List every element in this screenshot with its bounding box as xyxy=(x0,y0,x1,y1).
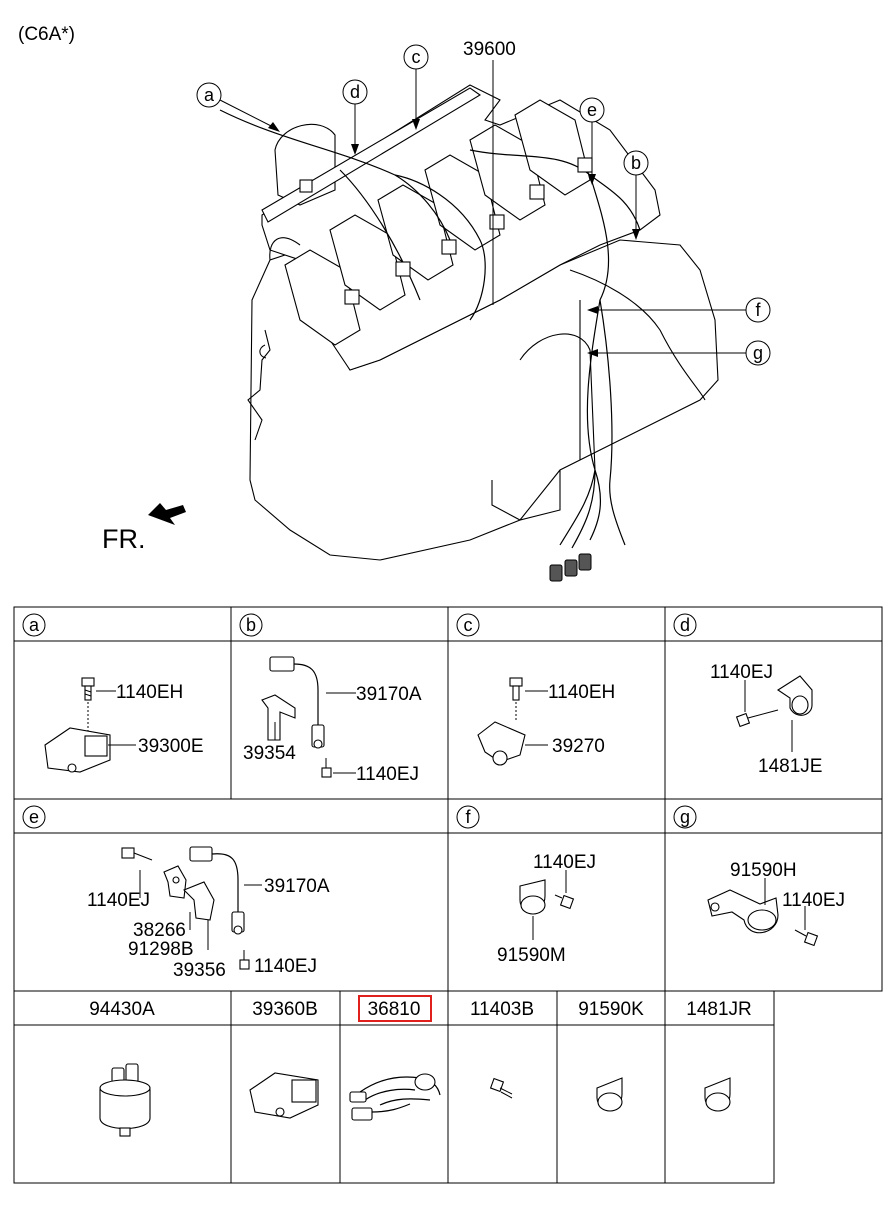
bracket-icon xyxy=(163,865,187,899)
svg-text:d: d xyxy=(350,82,360,102)
engine-drawing xyxy=(219,60,719,582)
engine-callouts: a d c e b f xyxy=(196,44,771,366)
panel-d-header: d xyxy=(673,613,697,637)
bracket-icon xyxy=(261,694,296,741)
bracket-icon xyxy=(183,881,215,921)
callout-d: d xyxy=(342,79,368,155)
callout-a: a xyxy=(196,82,280,132)
panel-headers: a b c d e f g xyxy=(22,613,697,829)
svg-text:1140EJ: 1140EJ xyxy=(710,662,773,683)
panel-c: 1140EH 39270 xyxy=(477,677,615,766)
svg-text:b: b xyxy=(631,153,641,173)
bolt-icon xyxy=(554,894,575,910)
part-36810-label: 36810 xyxy=(368,999,421,1020)
part-39360B-label: 39360B xyxy=(252,999,318,1020)
front-direction-indicator: FR. xyxy=(102,503,186,554)
detail-grid xyxy=(13,606,883,1184)
sensor-connector-icon xyxy=(189,846,245,935)
front-arrow-icon xyxy=(148,503,186,525)
svg-text:1140EJ: 1140EJ xyxy=(356,764,419,785)
panel-a-header: a xyxy=(22,613,46,637)
panel-f: 1140EJ 91590M xyxy=(497,852,596,966)
part-11403B-label: 11403B xyxy=(470,999,534,1020)
panel-b-header: b xyxy=(239,613,263,637)
panel-g: 91590H 1140EJ xyxy=(707,860,845,947)
callout-g: g xyxy=(587,340,771,366)
panel-e-header: e xyxy=(22,805,46,829)
svg-text:38266: 38266 xyxy=(133,920,186,941)
svg-text:f: f xyxy=(465,807,471,827)
pressure-sender-icon xyxy=(99,1063,151,1137)
svg-text:39170A: 39170A xyxy=(356,684,422,705)
clip-icon xyxy=(776,675,813,716)
svg-text:91590M: 91590M xyxy=(497,945,566,966)
svg-text:c: c xyxy=(464,615,473,635)
variant-label: (C6A*) xyxy=(18,24,75,45)
map-sensor-icon xyxy=(44,727,111,773)
callout-b: b xyxy=(623,150,649,240)
map-sensor-icon xyxy=(249,1072,319,1119)
bolt-icon xyxy=(509,677,523,701)
sensor-connector-icon xyxy=(269,656,325,749)
svg-text:39270: 39270 xyxy=(552,736,605,757)
bolt-icon xyxy=(794,929,819,947)
bolt-icon xyxy=(321,758,332,778)
svg-text:g: g xyxy=(680,807,690,827)
svg-text:39300E: 39300E xyxy=(138,736,204,757)
panel-g-header: g xyxy=(673,805,697,829)
cam-sensor-icon xyxy=(477,721,526,766)
bolt-icon xyxy=(121,847,153,861)
svg-text:1140EJ: 1140EJ xyxy=(87,890,150,911)
part-91590K-label: 91590K xyxy=(578,999,644,1020)
svg-text:91298B: 91298B xyxy=(128,939,194,960)
svg-text:d: d xyxy=(680,615,690,635)
clip-icon xyxy=(704,1077,731,1112)
bottom-part-headers: 94430A 39360B 36810 11403B 91590K 1481JR xyxy=(89,995,752,1022)
svg-text:c: c xyxy=(412,47,421,67)
svg-text:a: a xyxy=(204,85,215,105)
panel-e: 1140EJ 38266 91298B 39356 39170A 1140EJ xyxy=(87,846,330,981)
svg-text:1140EJ: 1140EJ xyxy=(782,890,845,911)
part-1481JR-label: 1481JR xyxy=(686,999,752,1020)
assembly-part-label: 39600 xyxy=(463,39,516,60)
clip-icon xyxy=(519,879,546,915)
svg-text:g: g xyxy=(753,343,763,363)
bolt-icon xyxy=(489,1077,513,1099)
bolt-icon xyxy=(239,950,250,970)
svg-text:39356: 39356 xyxy=(173,960,226,981)
panel-a: 1140EH 39300E xyxy=(44,677,204,773)
panel-c-header: c xyxy=(456,613,480,637)
svg-text:39170A: 39170A xyxy=(264,876,330,897)
callout-e: e xyxy=(579,97,605,185)
svg-text:e: e xyxy=(29,807,39,827)
callout-c: c xyxy=(403,44,429,130)
highlight-box xyxy=(358,995,432,1022)
svg-text:39354: 39354 xyxy=(243,743,296,764)
svg-text:f: f xyxy=(755,300,761,320)
svg-text:1140EH: 1140EH xyxy=(116,682,183,703)
panel-b: 39170A 39354 1140EJ xyxy=(243,656,422,785)
svg-text:1140EH: 1140EH xyxy=(548,682,615,703)
clip-icon xyxy=(707,889,779,934)
panel-f-header: f xyxy=(456,805,480,829)
svg-text:e: e xyxy=(587,100,597,120)
svg-text:1481JE: 1481JE xyxy=(758,756,822,777)
bolt-icon xyxy=(81,677,95,701)
svg-text:91590H: 91590H xyxy=(730,860,797,881)
svg-text:1140EJ: 1140EJ xyxy=(254,956,317,977)
svg-text:1140EJ: 1140EJ xyxy=(533,852,596,873)
callout-f: f xyxy=(587,297,771,323)
bolt-icon xyxy=(735,709,779,728)
wiring-harness-icon xyxy=(349,1073,441,1121)
part-94430A-label: 94430A xyxy=(89,999,155,1020)
panel-d: 1140EJ 1481JE xyxy=(710,662,822,777)
svg-text:b: b xyxy=(246,615,256,635)
clip-icon xyxy=(596,1077,623,1112)
svg-text:FR.: FR. xyxy=(102,524,146,554)
svg-text:a: a xyxy=(29,615,40,635)
